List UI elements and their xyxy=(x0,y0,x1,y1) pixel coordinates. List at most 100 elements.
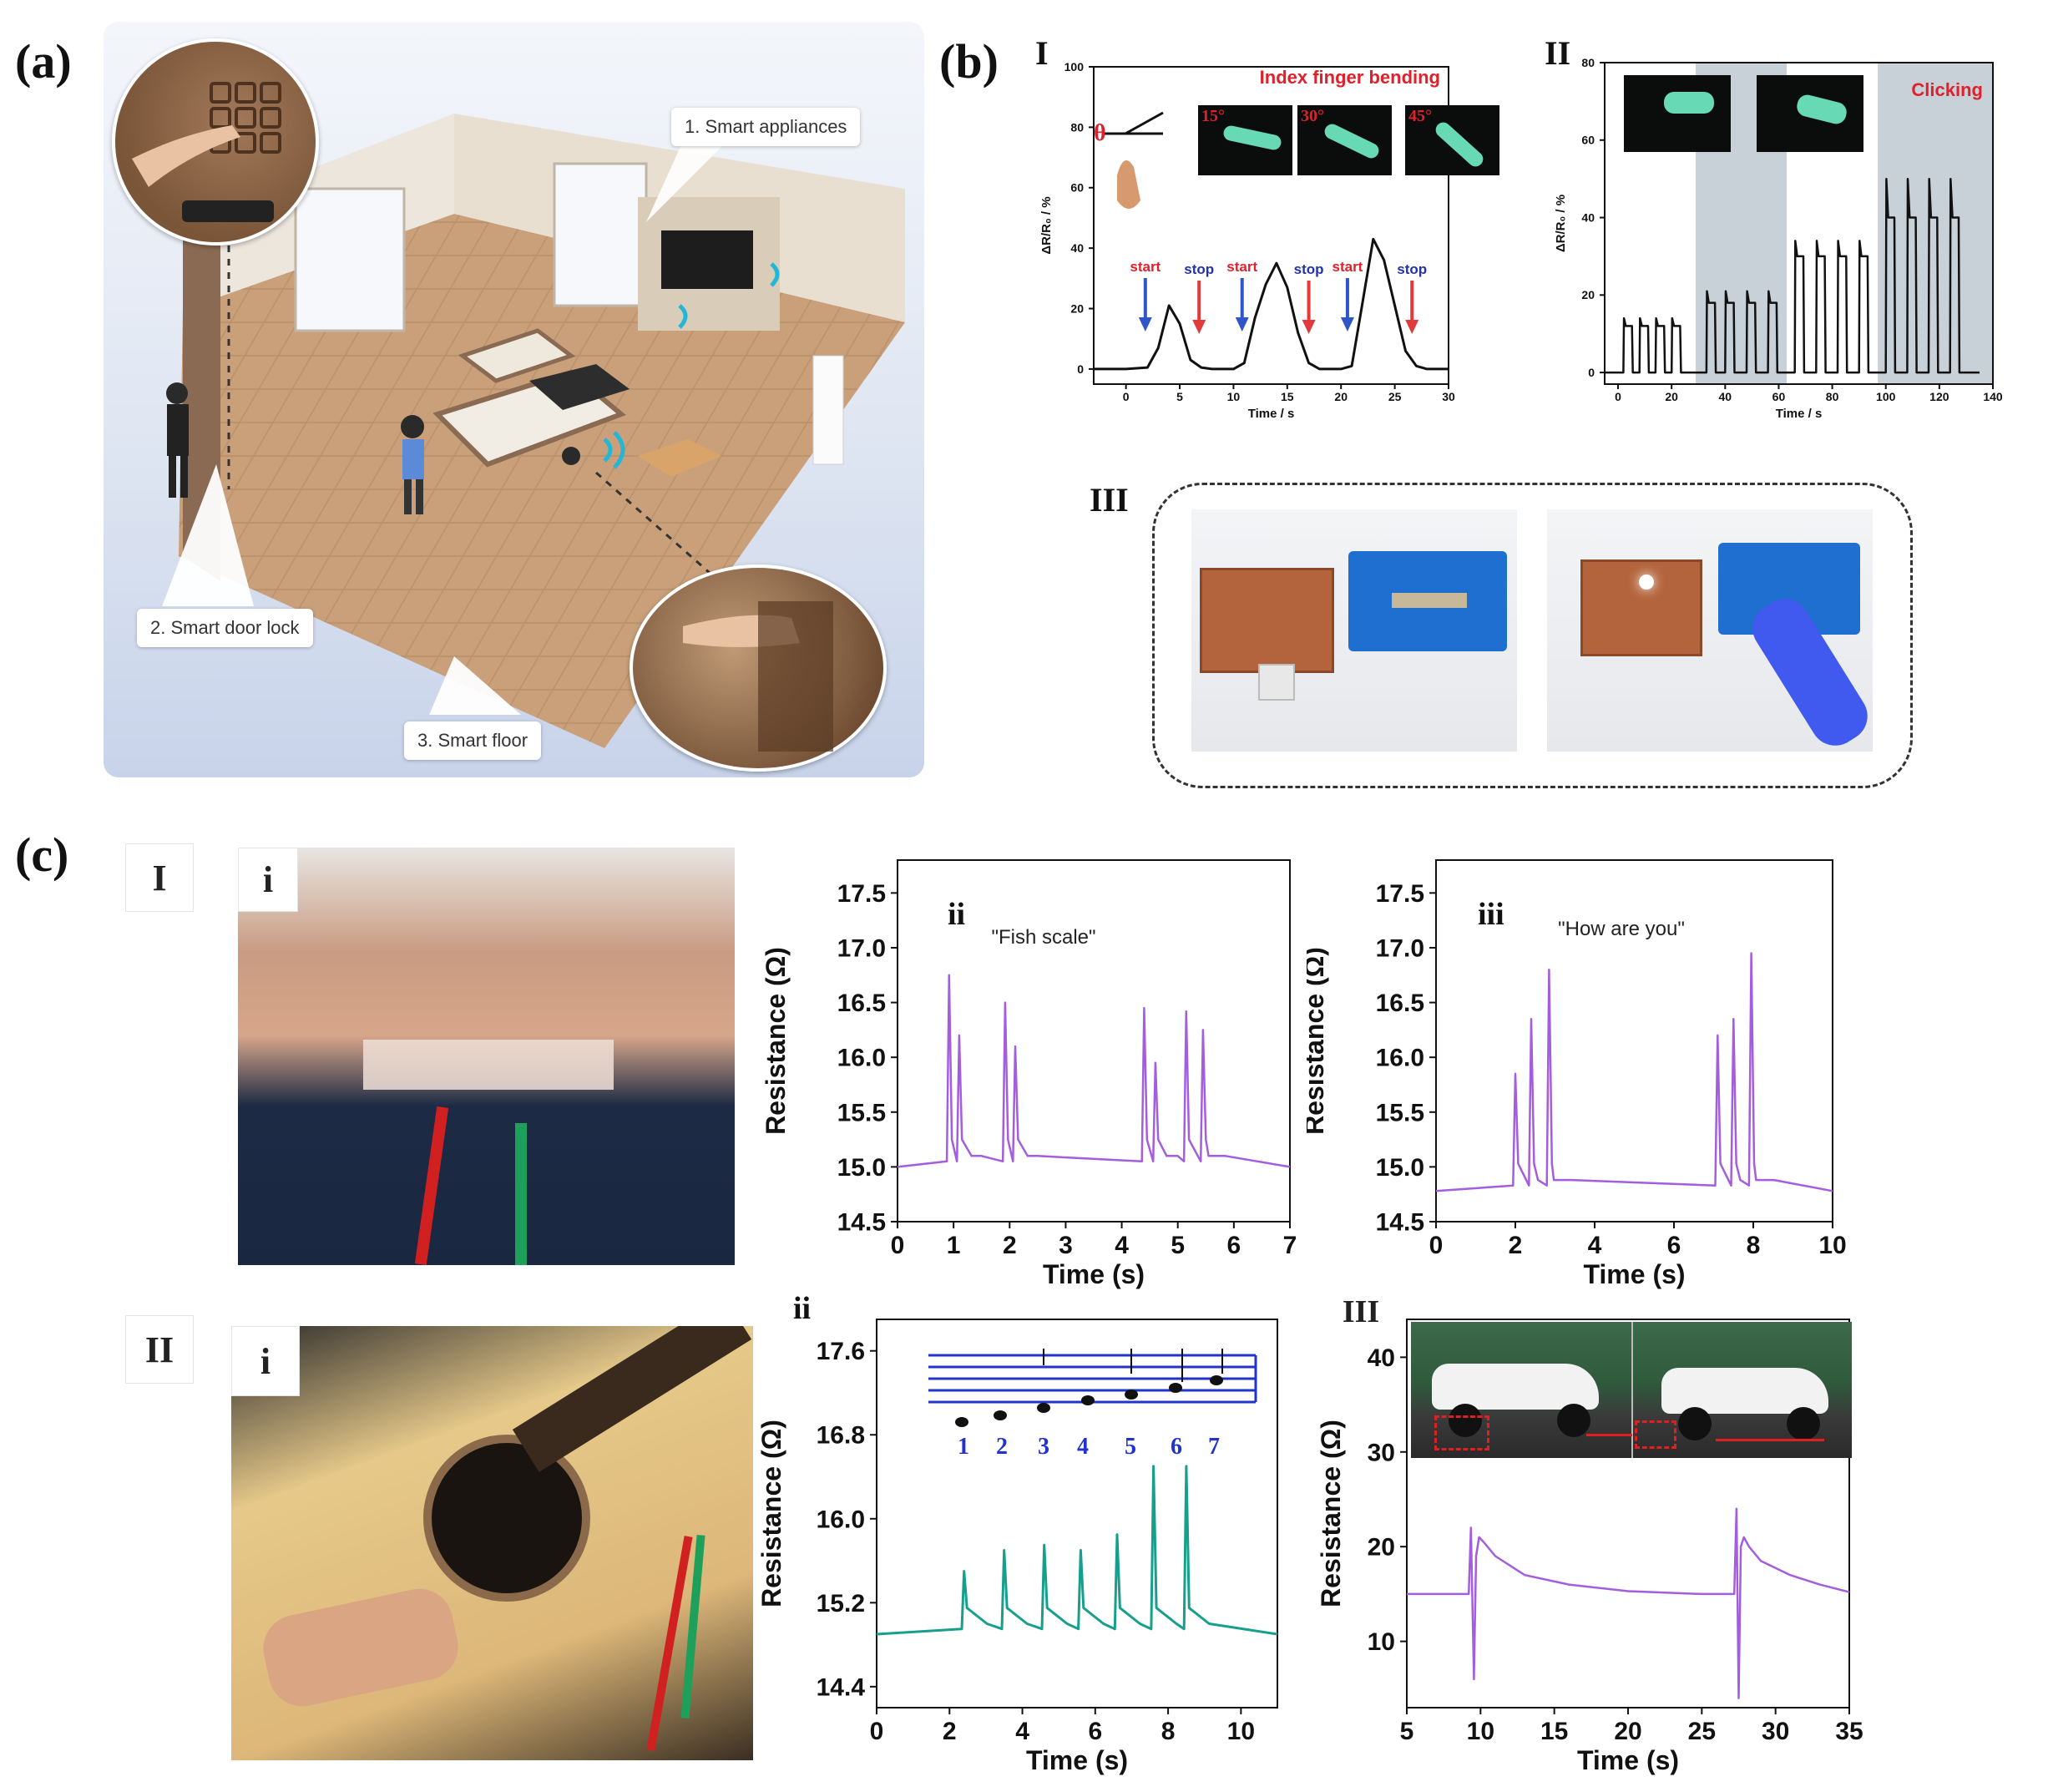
annotation-start-4: start xyxy=(1332,259,1363,275)
note-number-5: 5 xyxy=(1125,1434,1136,1460)
x-tick-label-3: 20 xyxy=(1614,1718,1641,1745)
y-tick-label-1: 20 xyxy=(1368,1534,1395,1562)
y-tick-label-5: 100 xyxy=(1064,60,1085,73)
y-tick-label-5: 17.0 xyxy=(837,934,886,962)
series-line xyxy=(897,974,1291,1168)
y-axis-label: ΔR/R₀ / % xyxy=(1554,195,1568,252)
y-tick-label-0: 14.4 xyxy=(817,1673,866,1701)
x-tick-label-2: 4 xyxy=(1015,1718,1029,1745)
y-tick-label-0: 0 xyxy=(1588,366,1595,379)
note-number-2: 2 xyxy=(996,1434,1008,1460)
annotation-stop-1: stop xyxy=(1184,261,1214,277)
x-axis-label: Time / s xyxy=(1248,407,1295,421)
x-tick-label-0: 0 xyxy=(891,1232,905,1259)
panel-c-row-I: I xyxy=(125,843,194,912)
photo-I-tag: i xyxy=(238,848,298,912)
x-tick-label-2: 40 xyxy=(1719,390,1732,403)
callout-smart-floor: 3. Smart floor xyxy=(404,721,542,760)
arrow-head-0 xyxy=(1138,317,1152,332)
y-tick-label-3: 16.0 xyxy=(1376,1045,1424,1072)
tag-iii-top: iii xyxy=(1478,897,1504,932)
y-tick-label-2: 16.0 xyxy=(817,1506,865,1533)
y-tick-label-3: 40 xyxy=(1368,1344,1395,1372)
smart-home-illustration: 1. Smart appliances 2. Smart door lock 3… xyxy=(104,22,924,777)
x-tick-label-3: 6 xyxy=(1088,1718,1102,1745)
x-tick-label-5: 25 xyxy=(1388,390,1402,403)
series-line xyxy=(1407,1507,1850,1699)
x-tick-label-4: 80 xyxy=(1826,390,1839,403)
x-tick-label-4: 8 xyxy=(1747,1232,1761,1259)
panel-b-sub-I: I xyxy=(1035,34,1049,72)
angle-label-15: 15° xyxy=(1201,107,1225,125)
y-tick-label-4: 16.5 xyxy=(1376,990,1424,1017)
x-tick-label-0: 0 xyxy=(1429,1232,1444,1259)
x-axis-label: Time (s) xyxy=(1026,1745,1128,1775)
plot-frame xyxy=(1093,66,1449,385)
bending-angle-diagram: θ xyxy=(1094,109,1176,225)
y-tick-label-5: 17.0 xyxy=(1376,934,1424,962)
finger-photo-45: 45° xyxy=(1405,105,1499,175)
x-tick-label-6: 30 xyxy=(1442,390,1455,403)
x-tick-label-5: 30 xyxy=(1762,1718,1789,1745)
y-tick-label-2: 30 xyxy=(1368,1439,1395,1466)
circuit-photo-led-on xyxy=(1547,509,1873,752)
x-tick-label-5: 100 xyxy=(1876,390,1896,403)
x-tick-label-6: 35 xyxy=(1835,1718,1863,1745)
arrow-head-1 xyxy=(1192,320,1206,334)
x-tick-label-4: 25 xyxy=(1688,1718,1716,1745)
x-tick-label-3: 6 xyxy=(1667,1232,1681,1259)
x-tick-label-4: 4 xyxy=(1115,1232,1129,1259)
x-axis-label: Time (s) xyxy=(1577,1745,1679,1775)
note-number-3: 3 xyxy=(1038,1434,1049,1460)
finger-photo-15: 15° xyxy=(1198,105,1292,175)
x-tick-label-1: 1 xyxy=(947,1232,961,1259)
x-axis-label: Time (s) xyxy=(1043,1259,1145,1289)
series-line xyxy=(1435,952,1833,1192)
x-tick-label-0: 0 xyxy=(1615,390,1621,403)
x-tick-label-6: 120 xyxy=(1929,390,1949,403)
x-tick-label-2: 4 xyxy=(1588,1232,1602,1259)
y-tick-label-2: 40 xyxy=(1581,210,1595,224)
arrow-head-4 xyxy=(1340,317,1354,332)
y-axis-label: Resistance (Ω) xyxy=(1319,1420,1346,1607)
note-number-4: 4 xyxy=(1077,1434,1089,1460)
plot-frame xyxy=(1604,62,1994,385)
guitar-sensor-photo: i xyxy=(231,1326,753,1760)
y-axis-label: Resistance (Ω) xyxy=(1307,947,1329,1135)
y-tick-label-0: 14.5 xyxy=(837,1209,886,1237)
y-tick-label-4: 80 xyxy=(1070,120,1084,134)
arrow-head-2 xyxy=(1235,317,1249,332)
x-axis-label: Time / s xyxy=(1776,407,1823,421)
x-tick-label-2: 15 xyxy=(1540,1718,1568,1745)
annotation-stop-3: stop xyxy=(1294,261,1324,277)
x-tick-label-4: 20 xyxy=(1334,390,1348,403)
clicking-photo-2 xyxy=(1757,75,1863,152)
angle-label-30: 30° xyxy=(1301,107,1324,125)
angle-label-45: 45° xyxy=(1408,107,1432,125)
clicking-photo-1 xyxy=(1624,75,1731,152)
photo-II-tag: i xyxy=(231,1326,300,1396)
series-line xyxy=(1605,177,1980,374)
x-tick-label-1: 20 xyxy=(1665,390,1678,403)
x-tick-label-1: 2 xyxy=(1509,1232,1523,1259)
throat-sensor-photo: i xyxy=(238,848,735,1265)
plot-frame xyxy=(897,859,1291,1223)
series-line xyxy=(876,1465,1278,1636)
y-tick-label-4: 16.5 xyxy=(837,990,886,1017)
y-tick-label-0: 0 xyxy=(1077,362,1084,376)
y-tick-label-1: 20 xyxy=(1581,288,1595,301)
note-number-6: 6 xyxy=(1171,1434,1182,1460)
x-tick-label-5: 10 xyxy=(1227,1718,1255,1745)
y-tick-label-1: 15.0 xyxy=(1376,1154,1424,1182)
y-tick-label-3: 60 xyxy=(1581,134,1595,147)
y-tick-label-2: 15.5 xyxy=(1376,1099,1424,1126)
tag-ii-top: ii xyxy=(948,897,966,932)
chart-title: "How are you" xyxy=(1558,918,1685,940)
x-tick-label-5: 5 xyxy=(1171,1232,1185,1259)
panel-c-label: (c) xyxy=(15,828,69,882)
music-staff-inset: 1 2 3 4 5 6 7 xyxy=(928,1349,1262,1465)
